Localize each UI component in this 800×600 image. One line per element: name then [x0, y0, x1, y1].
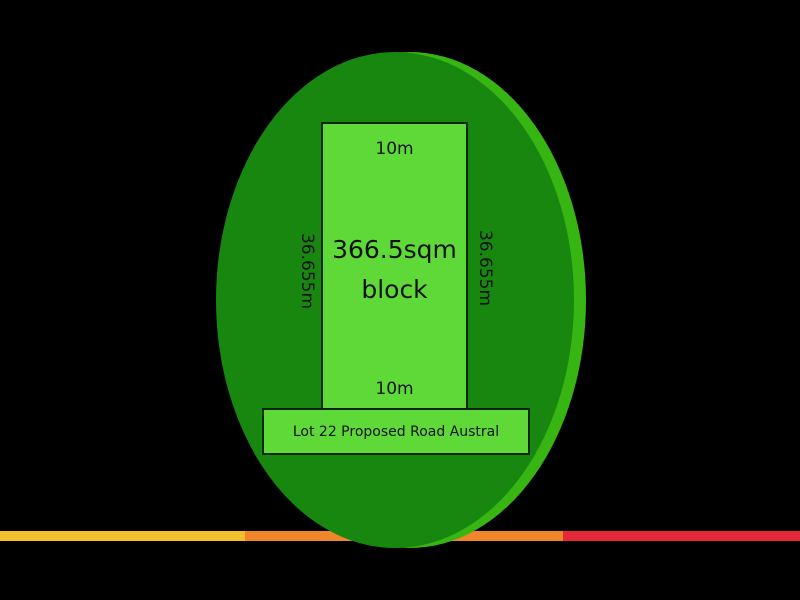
area-unit-text: block [361, 275, 428, 304]
area-value: 366.5sqm [332, 235, 457, 264]
width-bottom-label: 10m [375, 379, 414, 399]
address-banner: Lot 22 Proposed Road Austral [262, 408, 530, 455]
width-top-label: 10m [375, 139, 414, 159]
depth-right-label: 36.655m [475, 229, 495, 307]
address-text: Lot 22 Proposed Road Austral [292, 423, 500, 440]
depth-left-label: 36.655m [297, 232, 317, 310]
footer-stripe-yellow [0, 531, 245, 541]
area-label: 366.5sqm block [321, 230, 468, 310]
footer-stripe-red [563, 531, 800, 541]
